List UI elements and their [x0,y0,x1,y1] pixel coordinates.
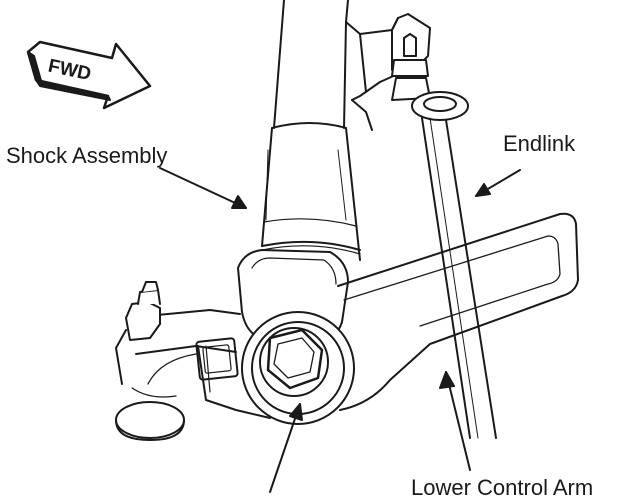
shock-callout-arrowhead [231,195,247,209]
control-arm-left-end [115,281,185,441]
control-arm-square-opening [195,337,239,381]
lower-shock-bolt [241,311,355,425]
callout-arrows [159,167,521,493]
lca-callout-arrowhead [439,371,455,389]
endlink-callout-arrowhead [475,183,491,197]
upper-mount-bracket [345,0,431,131]
lca-callout-arrow [445,371,471,471]
shock-assembly [261,0,361,261]
lower-control-arm-label: Lower Control Arm [411,475,594,500]
endlink-upper-nut [391,33,469,121]
bolt-callout-arrowhead [289,403,303,421]
shock-callout-arrow [159,167,247,209]
endlink-label: Endlink [503,131,576,156]
endlink-rod [421,117,497,439]
shock-assembly-label: Shock Assembly [6,143,168,168]
lower-control-arm [125,212,579,419]
fwd-arrow-icon [26,40,152,110]
